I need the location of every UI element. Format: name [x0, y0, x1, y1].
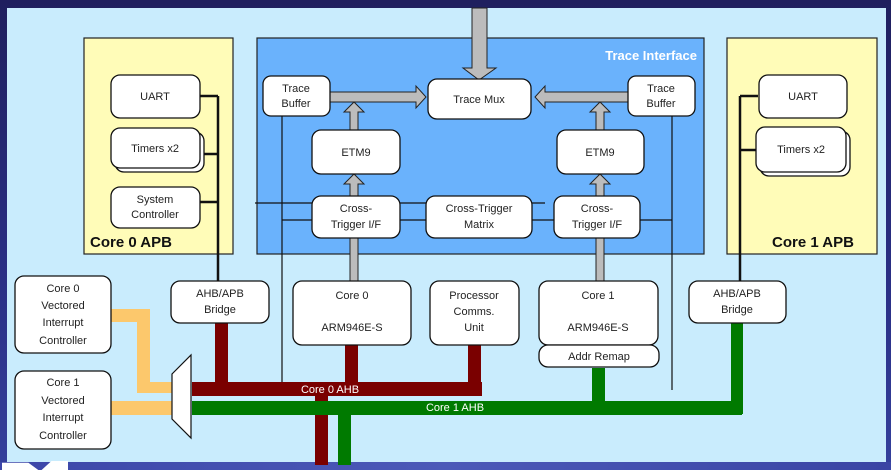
- svg-text:Vectored: Vectored: [41, 300, 84, 312]
- core1-ahb-label: Core 1 AHB: [426, 402, 484, 414]
- core0-uart-block[interactable]: UART: [110, 74, 201, 119]
- interrupt-links: [96, 309, 178, 415]
- signal-lines: [200, 94, 758, 288]
- trace-mux-block[interactable]: Trace Mux: [427, 78, 532, 120]
- svg-text:System: System: [137, 194, 174, 206]
- svg-text:Cross-: Cross-: [340, 203, 373, 215]
- svg-text:Trigger I/F: Trigger I/F: [572, 219, 623, 231]
- core0-ahb-label: Core 0 AHB: [301, 384, 359, 396]
- svg-text:Matrix: Matrix: [464, 219, 494, 231]
- processor-comms-unit-block[interactable]: Processor Comms. Unit: [429, 280, 520, 346]
- trace-buffer-right-block[interactable]: Trace Buffer: [627, 75, 696, 117]
- core0-arm946-block[interactable]: Core 0 ARM946E-S: [292, 280, 412, 346]
- cross-trigger-if-right-block[interactable]: Cross- Trigger I/F: [553, 195, 641, 239]
- svg-text:ETM9: ETM9: [585, 147, 614, 159]
- svg-text:Buffer: Buffer: [281, 98, 310, 110]
- trace-arrows: [329, 7, 629, 285]
- svg-text:Comms.: Comms.: [454, 306, 495, 318]
- core1-apb-title: Core 1 APB: [772, 234, 854, 251]
- svg-text:Controller: Controller: [131, 209, 179, 221]
- svg-text:Cross-Trigger: Cross-Trigger: [446, 203, 513, 215]
- core1-timers-block[interactable]: Timers x2: [755, 126, 851, 177]
- svg-text:Trigger I/F: Trigger I/F: [331, 219, 382, 231]
- svg-text:ETM9: ETM9: [341, 147, 370, 159]
- svg-text:Trace: Trace: [282, 83, 310, 95]
- interrupt-mux: [171, 353, 192, 440]
- etm9-left-block[interactable]: ETM9: [311, 129, 401, 175]
- svg-text:Core 1: Core 1: [581, 290, 614, 302]
- cross-trigger-if-left-block[interactable]: Cross- Trigger I/F: [311, 195, 401, 239]
- svg-text:Unit: Unit: [464, 322, 484, 334]
- svg-text:Addr Remap: Addr Remap: [568, 351, 630, 363]
- svg-text:Processor: Processor: [449, 290, 499, 302]
- addr-remap-block[interactable]: Addr Remap: [538, 344, 660, 368]
- core1-vic-block[interactable]: Core 1 Vectored Interrupt Controller: [14, 370, 112, 450]
- svg-text:Timers x2: Timers x2: [777, 144, 825, 156]
- svg-text:Trace: Trace: [647, 83, 675, 95]
- core1-uart-block[interactable]: UART: [758, 74, 848, 119]
- core0-system-controller-block[interactable]: System Controller: [110, 186, 201, 229]
- core1-ahb-apb-bridge-block[interactable]: AHB/APB Bridge: [688, 280, 787, 324]
- svg-text:ARM946E-S: ARM946E-S: [567, 322, 628, 334]
- svg-text:Interrupt: Interrupt: [43, 317, 84, 329]
- svg-text:Bridge: Bridge: [204, 304, 236, 316]
- core1-arm946-block[interactable]: Core 1 ARM946E-S: [538, 280, 659, 346]
- svg-text:Trace Mux: Trace Mux: [453, 94, 505, 106]
- svg-text:Interrupt: Interrupt: [43, 412, 84, 424]
- svg-text:UART: UART: [788, 91, 818, 103]
- core1-ahb-bus: [192, 322, 743, 465]
- svg-text:Vectored: Vectored: [41, 395, 84, 407]
- core0-vic-block[interactable]: Core 0 Vectored Interrupt Controller: [14, 275, 112, 354]
- svg-text:AHB/APB: AHB/APB: [713, 288, 761, 300]
- svg-text:Buffer: Buffer: [646, 98, 675, 110]
- svg-text:Bridge: Bridge: [721, 304, 753, 316]
- bottom-strip: [0, 462, 891, 470]
- trace-buffer-left-block[interactable]: Trace Buffer: [262, 75, 331, 117]
- svg-text:Controller: Controller: [39, 430, 87, 442]
- cross-trigger-matrix-block[interactable]: Cross-Trigger Matrix: [425, 195, 533, 239]
- core0-ahb-apb-bridge-block[interactable]: AHB/APB Bridge: [170, 280, 270, 324]
- trace-interface-title: Trace Interface: [605, 48, 697, 63]
- svg-text:Timers x2: Timers x2: [131, 143, 179, 155]
- svg-text:Cross-: Cross-: [581, 203, 614, 215]
- svg-text:Core 0: Core 0: [46, 283, 79, 295]
- etm9-right-block[interactable]: ETM9: [556, 129, 645, 175]
- core0-timers-block[interactable]: Timers x2: [110, 127, 205, 173]
- svg-text:AHB/APB: AHB/APB: [196, 288, 244, 300]
- svg-text:ARM946E-S: ARM946E-S: [321, 322, 382, 334]
- svg-text:Core 1: Core 1: [46, 377, 79, 389]
- svg-text:Controller: Controller: [39, 335, 87, 347]
- svg-text:Core 0: Core 0: [335, 290, 368, 302]
- svg-text:UART: UART: [140, 91, 170, 103]
- core0-apb-title: Core 0 APB: [90, 234, 172, 251]
